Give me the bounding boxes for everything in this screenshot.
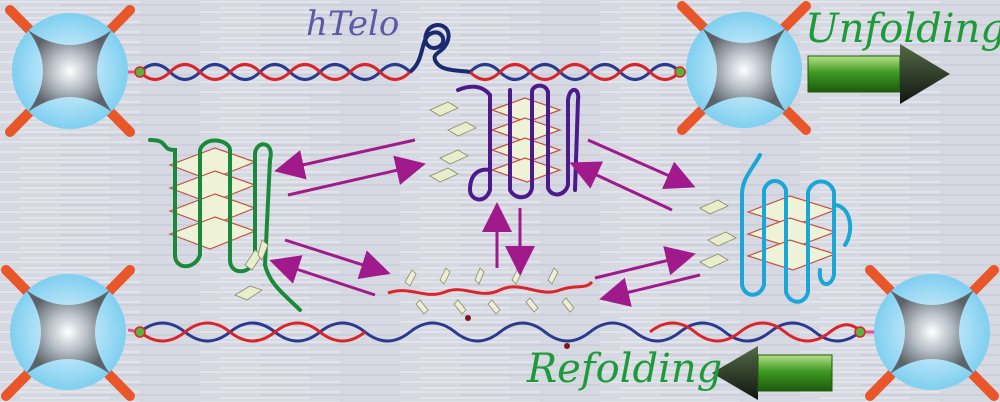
refolding-arrow-icon <box>712 346 833 400</box>
refolding-label: Refolding <box>527 346 723 392</box>
optical-trap-bead-icon <box>677 1 811 135</box>
top-dna-tether <box>138 23 682 81</box>
htelo-label: hTelo <box>306 4 400 44</box>
unfolded-strand <box>387 267 594 315</box>
linker-knots <box>134 66 866 338</box>
optical-trap-bead-icon <box>5 5 135 137</box>
unfolding-label: Unfolding <box>805 6 1000 52</box>
optical-trap-bead-icon <box>1 265 135 401</box>
equilibrium-arrows <box>269 138 701 307</box>
optical-trap-bead-icon <box>865 265 999 401</box>
unfolding-arrow-icon <box>807 44 950 104</box>
bottom-dna-tether <box>139 315 862 349</box>
g-quadruplex-cyan <box>699 153 853 304</box>
g-quadruplex-purple <box>429 83 581 202</box>
g-quadruplex-green <box>148 138 302 312</box>
